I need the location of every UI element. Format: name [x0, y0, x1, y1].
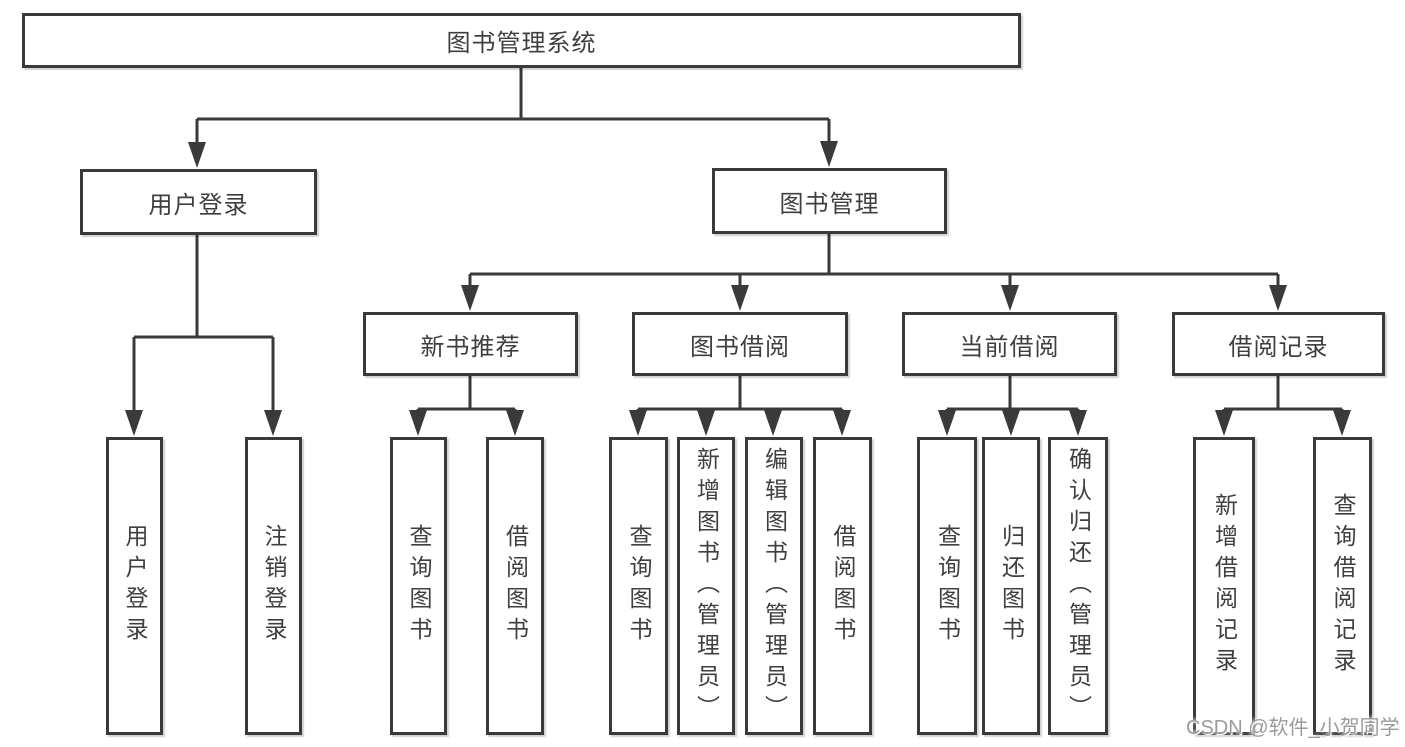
- node-borrowing-records: 借阅记录: [1172, 312, 1385, 376]
- leaf-query-books-3: 查询图书: [917, 437, 977, 735]
- leaf-borrow-books-2-label: 借阅图书: [830, 524, 856, 648]
- node-current-borrowing-label: 当前借阅: [959, 333, 1060, 361]
- leaf-query-borrow-record: 查询借阅记录: [1313, 437, 1372, 735]
- arrowhead: [461, 285, 479, 311]
- node-book-borrowing-label: 图书借阅: [690, 333, 790, 361]
- arrowhead: [506, 410, 524, 436]
- arrowheads-group: [125, 141, 1351, 436]
- wire-userlogin-to-leaves: [132, 235, 275, 412]
- leaf-edit-book-admin-label: 编辑图书（管理员）: [761, 446, 788, 726]
- node-root-label: 图书管理系统: [446, 30, 597, 57]
- leaf-query-borrow-record-label: 查询借阅记录: [1330, 493, 1356, 679]
- leaf-borrow-books-1-label: 借阅图书: [502, 524, 529, 648]
- wire-records-to-leaves: [1222, 376, 1344, 412]
- wire-root-to-level2: [195, 68, 831, 143]
- leaf-query-books-2-label: 查询图书: [626, 524, 652, 648]
- arrowhead: [125, 410, 143, 436]
- arrowhead: [264, 410, 282, 436]
- connector-wires-group: [132, 68, 1344, 412]
- leaf-query-books-2: 查询图书: [609, 437, 668, 735]
- wire-bookborrow-to-leaves: [636, 376, 844, 412]
- node-user-login: 用户登录: [80, 169, 317, 235]
- leaf-query-books-3-label: 查询图书: [934, 524, 961, 648]
- leaf-query-books-1: 查询图书: [390, 437, 447, 735]
- leaf-confirm-return-admin-label: 确认归还（管理员）: [1065, 446, 1092, 726]
- leaf-edit-book-admin: 编辑图书（管理员）: [745, 437, 803, 735]
- leaf-return-books-label: 归还图书: [998, 524, 1025, 648]
- arrowhead: [764, 410, 782, 436]
- leaf-user-login-label: 用户登录: [122, 524, 148, 648]
- arrowhead: [697, 410, 715, 436]
- node-borrowing-records-label: 借阅记录: [1228, 333, 1329, 361]
- wire-currentborrow-to-leaves: [945, 376, 1080, 412]
- arrowhead: [820, 141, 838, 167]
- arrowhead: [409, 410, 427, 436]
- node-book-management: 图书管理: [712, 168, 947, 234]
- node-current-borrowing: 当前借阅: [902, 312, 1117, 376]
- leaf-query-books-1-label: 查询图书: [406, 524, 432, 648]
- arrowhead: [1333, 410, 1351, 436]
- leaf-logout: 注销登录: [245, 437, 302, 735]
- arrowhead: [833, 410, 851, 436]
- node-user-login-label: 用户登录: [148, 191, 249, 219]
- node-root: 图书管理系统: [22, 13, 1021, 68]
- leaf-add-book-admin-label: 新增图书（管理员）: [693, 446, 720, 726]
- leaf-add-borrow-record-label: 新增借阅记录: [1211, 493, 1238, 679]
- leaf-logout-label: 注销登录: [261, 524, 287, 648]
- wire-newbook-to-leaves: [416, 376, 517, 412]
- leaf-confirm-return-admin: 确认归还（管理员）: [1048, 437, 1108, 735]
- arrowhead: [1269, 285, 1287, 311]
- leaf-return-books: 归还图书: [982, 437, 1040, 735]
- leaf-borrow-books-1: 借阅图书: [486, 437, 544, 735]
- arrowhead: [1002, 410, 1020, 436]
- leaf-borrow-books-2: 借阅图书: [813, 437, 872, 735]
- arrowhead: [1001, 285, 1019, 311]
- node-new-book-recommend: 新书推荐: [363, 312, 578, 376]
- leaf-user-login: 用户登录: [106, 437, 163, 735]
- leaf-add-book-admin: 新增图书（管理员）: [677, 437, 735, 735]
- node-book-management-label: 图书管理: [779, 190, 880, 218]
- node-book-borrowing: 图书借阅: [632, 312, 848, 376]
- arrowhead: [938, 410, 956, 436]
- leaf-add-borrow-record: 新增借阅记录: [1193, 437, 1255, 735]
- arrowhead: [1215, 410, 1233, 436]
- arrowhead: [188, 142, 206, 168]
- node-new-book-recommend-label: 新书推荐: [420, 333, 521, 361]
- arrowhead: [731, 285, 749, 311]
- wire-bookmgmt-to-level3: [468, 234, 1280, 287]
- arrowhead: [1069, 410, 1087, 436]
- csdn-watermark: CSDN @软件_小贺同学: [1186, 717, 1400, 739]
- arrowhead: [629, 410, 647, 436]
